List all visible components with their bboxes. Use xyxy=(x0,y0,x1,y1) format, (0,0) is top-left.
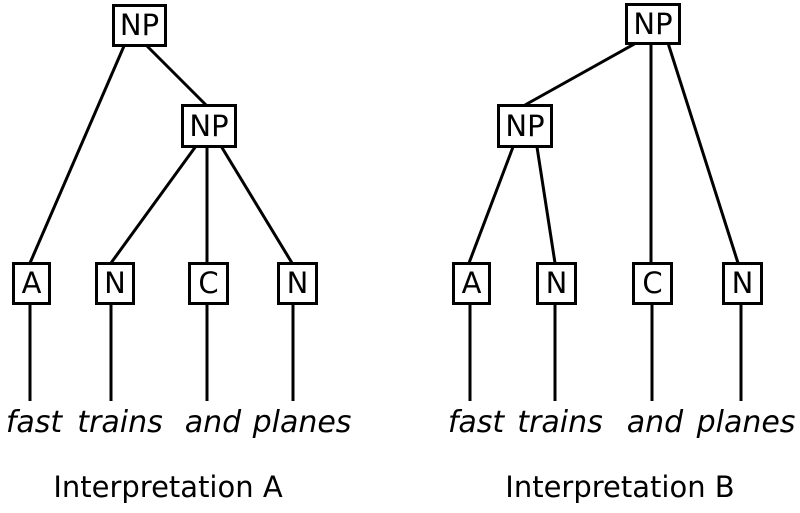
tree-b-leaf-c-node: C xyxy=(632,262,673,305)
tree-b-root-np-node: NP xyxy=(625,3,681,45)
tree-a-leaf-a-node: A xyxy=(12,262,51,305)
tree-b-leaf-a-node: A xyxy=(452,262,491,305)
tree-b-word-trains: trains xyxy=(517,405,603,440)
edge-a-inner-to-leaf2 xyxy=(109,145,198,264)
edge-a-root-to-inner xyxy=(145,44,209,108)
edge-b-root-to-inner xyxy=(524,41,637,107)
tree-a-inner-np-node: NP xyxy=(181,104,237,148)
tree-a-leaf-n1-node: N xyxy=(95,262,135,305)
edge-b-inner-to-leaf2 xyxy=(535,146,557,264)
tree-b-word-fast: fast xyxy=(447,405,505,440)
edge-b-root-to-leaf4 xyxy=(666,42,740,264)
tree-b-inner-np-node: NP xyxy=(497,104,553,148)
tree-b-word-planes: planes xyxy=(696,405,796,440)
tree-a-root-np-node: NP xyxy=(112,4,167,47)
tree-b-leaf-n1-node: N xyxy=(536,262,577,305)
edge-b-inner-to-leaf1 xyxy=(467,146,515,264)
tree-a-caption: Interpretation A xyxy=(53,470,283,504)
tree-a-leaf-n2-node: N xyxy=(277,262,318,305)
tree-b-caption: Interpretation B xyxy=(505,470,735,504)
edge-a-inner-to-leaf4 xyxy=(219,145,294,264)
edge-a-root-to-leaf1 xyxy=(28,45,126,264)
tree-b-leaf-n2-node: N xyxy=(722,262,763,305)
tree-a-word-fast: fast xyxy=(5,405,63,440)
tree-a-word-planes: planes xyxy=(252,405,352,440)
tree-a-leaf-c-node: C xyxy=(188,262,229,305)
tree-b-word-and: and xyxy=(626,405,684,440)
tree-a-word-trains: trains xyxy=(77,405,163,440)
tree-a-word-and: and xyxy=(184,405,242,440)
